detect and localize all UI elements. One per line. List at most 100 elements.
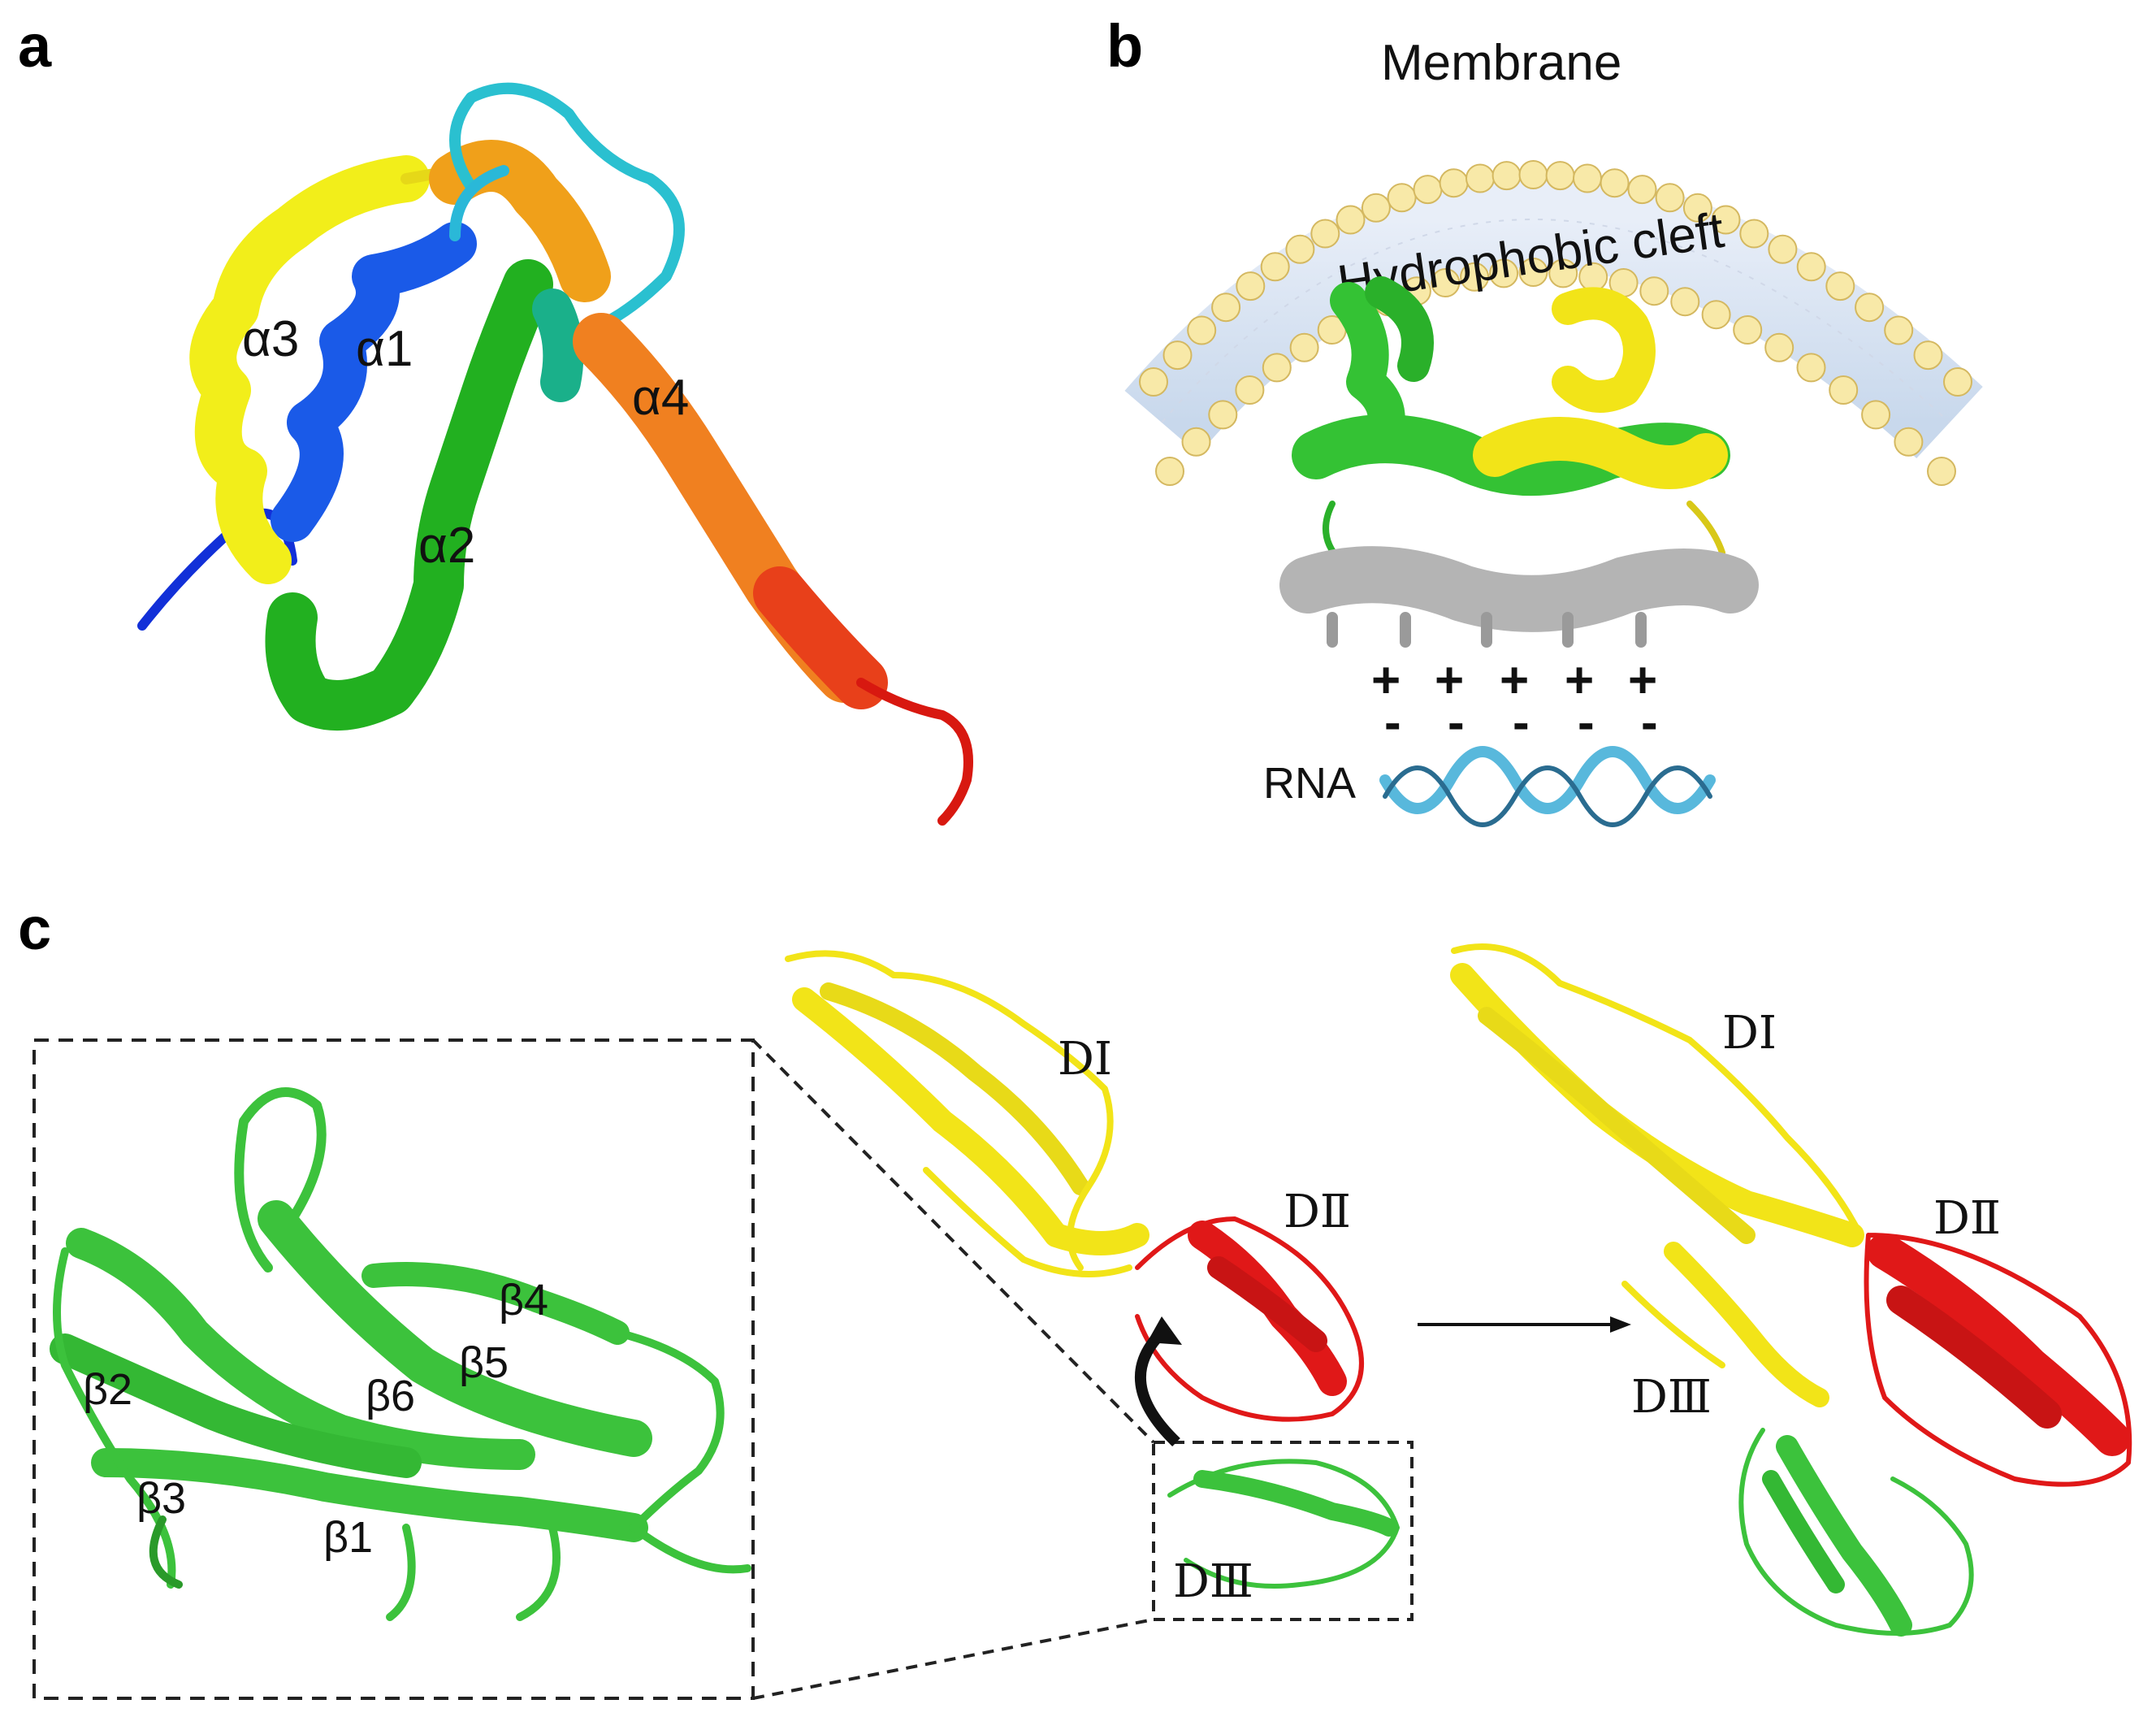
positive-charge-1: +: [1371, 653, 1401, 709]
zoom-box-left: [32, 1038, 755, 1700]
lipid-head: [1670, 287, 1700, 317]
lipid-head: [1489, 258, 1519, 288]
rna-label: RNA: [1263, 759, 1356, 808]
lipid-head: [1548, 258, 1578, 288]
panel-a-label: a: [18, 12, 52, 80]
lipid-head: [1431, 268, 1461, 297]
lipid-head: [1764, 332, 1795, 362]
lipid-head: [1518, 160, 1548, 189]
lipid-head: [1927, 457, 1956, 486]
positive-charge-5: +: [1628, 653, 1657, 709]
strand-label-b1: β1: [323, 1513, 373, 1562]
rotation-arrow: [1134, 1329, 1180, 1447]
lipid-head: [1310, 219, 1340, 249]
beta-domain-zoom: [50, 1087, 751, 1621]
lipid-head: [1884, 315, 1914, 345]
lipid-head: [1211, 293, 1241, 323]
right-domain-label-d1: DⅠ: [1722, 1007, 1777, 1060]
lipid-head: [1236, 271, 1266, 301]
middle-domain-label-d3: DⅢ: [1173, 1555, 1253, 1608]
positive-charge-4: +: [1565, 653, 1594, 709]
lipid-head: [1711, 205, 1741, 235]
lipid-head: [1600, 168, 1630, 198]
lipid-head: [1336, 205, 1366, 235]
strand-label-b3: β3: [136, 1474, 186, 1523]
membrane-label: Membrane: [1381, 35, 1621, 91]
strand-label-b4: β4: [499, 1276, 548, 1325]
lipid-head: [1439, 168, 1469, 198]
structure-middle: [785, 950, 1400, 1589]
lipid-head: [1894, 427, 1924, 457]
lipid-head: [1285, 234, 1315, 264]
negative-charge-1: -: [1384, 695, 1401, 751]
lipid-head: [1861, 400, 1891, 430]
negative-charge-4: -: [1578, 695, 1595, 751]
lipid-head: [1768, 234, 1798, 264]
strand-label-b2: β2: [83, 1365, 132, 1414]
lipid-head: [1262, 353, 1292, 383]
lipid-head: [1361, 193, 1391, 223]
panel-b: b Membrane Hydrophobic cleft + + + + +: [1106, 12, 1983, 827]
lipid-head: [1796, 252, 1826, 282]
panel-b-label: b: [1106, 12, 1143, 80]
transition-arrow-head: [1610, 1316, 1631, 1333]
rna-helix: [1379, 746, 1716, 827]
lipid-head: [1545, 161, 1575, 191]
positive-charge-3: +: [1500, 653, 1529, 709]
positive-charge-2: +: [1435, 653, 1464, 709]
lipid-head: [1465, 163, 1495, 193]
lipid-head: [1187, 315, 1217, 345]
zoom-connector-bottom: [752, 1618, 1154, 1700]
lipid-head: [1855, 293, 1885, 323]
lipid-head: [1491, 161, 1522, 191]
lipid-head: [1573, 163, 1602, 193]
lipid-head: [1639, 276, 1669, 306]
lipid-head: [1943, 367, 1972, 397]
protein-ribbon-a: [137, 82, 973, 826]
lipid-head: [1181, 427, 1211, 457]
lipid-head: [1260, 252, 1290, 282]
middle-domain-label-d1: DⅠ: [1058, 1033, 1112, 1086]
middle-domain-label-d2: DⅡ: [1284, 1186, 1351, 1238]
lipid-head: [1682, 193, 1712, 223]
panel-c-label: c: [18, 895, 51, 962]
zoom-box-diii: [1152, 1441, 1414, 1621]
helix-label-a1: α1: [356, 321, 413, 377]
lipid-head: [1387, 183, 1417, 213]
lipid-head: [1155, 457, 1184, 486]
lipid-head: [1913, 340, 1943, 371]
lipid-head: [1162, 340, 1193, 371]
lipid-head: [1208, 400, 1238, 430]
lipid-head: [1518, 258, 1548, 287]
lipid-head: [1701, 300, 1731, 330]
structure-right: [1450, 943, 2132, 1637]
helix-label-a2: α2: [418, 518, 475, 574]
lipid-head: [1796, 353, 1826, 383]
negative-charge-3: -: [1513, 695, 1530, 751]
lipid-heads-outer: [1139, 160, 1972, 397]
lipid-head: [1829, 375, 1859, 405]
negative-charge-5: -: [1641, 695, 1658, 751]
lipid-head: [1139, 367, 1168, 397]
lipid-head: [1733, 315, 1763, 345]
negative-charge-2: -: [1448, 695, 1465, 751]
panel-c: c β4 β2 β6 β5 β3 β1: [18, 895, 2132, 1700]
lipid-head: [1413, 175, 1443, 205]
protein-ribbon-b: [1279, 276, 1759, 648]
right-domain-label-d2: DⅡ: [1933, 1192, 2001, 1245]
lipid-head: [1739, 219, 1769, 249]
lipid-head: [1627, 175, 1657, 205]
strand-label-b6: β6: [366, 1372, 415, 1420]
lipid-head: [1460, 262, 1490, 292]
helix-label-a3: α3: [242, 311, 299, 367]
panel-a: a α3 α1 α4 α2: [18, 12, 973, 826]
lipid-head: [1825, 271, 1855, 301]
zoom-connector-top: [751, 1038, 1155, 1444]
strand-label-b5: β5: [459, 1338, 509, 1387]
lipid-head: [1655, 183, 1685, 213]
lipid-head: [1289, 332, 1319, 362]
rotation-arrow-head: [1147, 1316, 1182, 1345]
lipid-head: [1235, 375, 1265, 405]
helix-label-a4: α4: [632, 370, 689, 426]
